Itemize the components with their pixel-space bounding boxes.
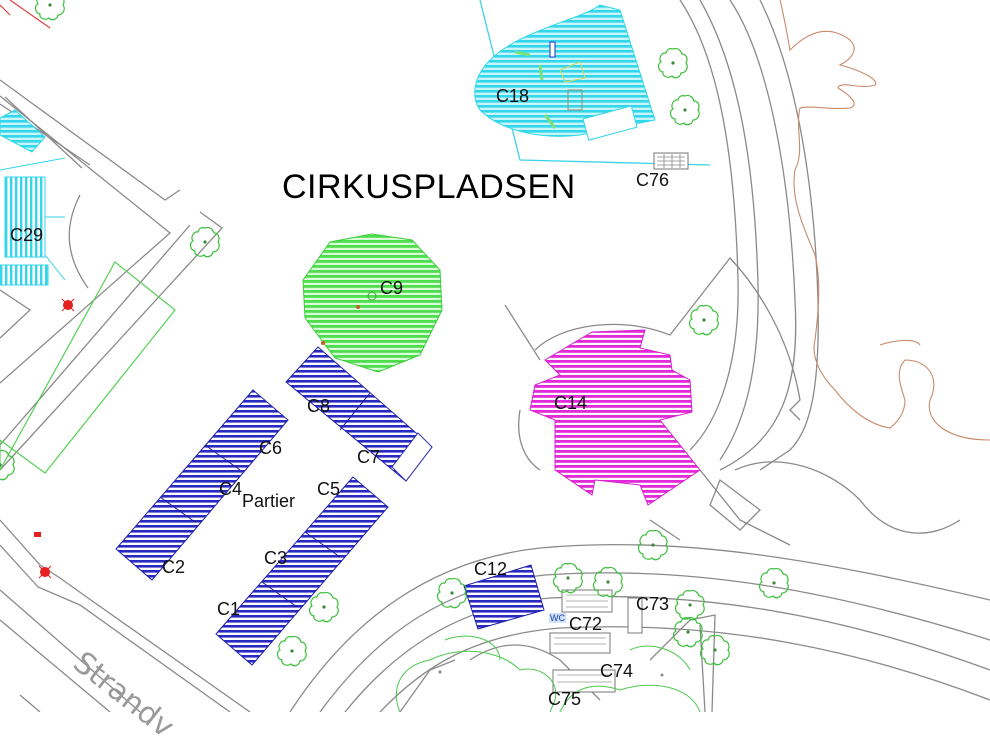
terrain-contour [779, 0, 990, 441]
label-c5[interactable]: C5 [317, 479, 341, 499]
plot-c18[interactable] [474, 4, 656, 141]
green-zone-outline [0, 261, 176, 474]
label-c4[interactable]: C4 [219, 479, 243, 499]
label-c8[interactable]: C8 [307, 396, 331, 416]
label-c29[interactable]: C29 [10, 225, 44, 245]
label-c7[interactable]: C7 [357, 447, 381, 467]
label-c2[interactable]: C2 [162, 557, 186, 577]
label-c12[interactable]: C12 [474, 559, 508, 579]
plot-c12[interactable] [463, 564, 545, 630]
label-c6[interactable]: C6 [259, 438, 283, 458]
facility-c72-bottom [549, 632, 611, 654]
red-markers [0, 0, 75, 579]
label-c72[interactable]: C72 [569, 614, 603, 634]
plot-c9[interactable] [302, 233, 443, 373]
wc-badge: WC [549, 613, 566, 623]
plot-c7-c8[interactable] [285, 346, 433, 482]
plot-c29[interactable] [0, 109, 66, 286]
vegetation-outline [395, 635, 701, 712]
label-c3[interactable]: C3 [264, 548, 288, 568]
map-title: CIRKUSPLADSEN [282, 168, 576, 206]
label-c73[interactable]: C73 [636, 594, 670, 614]
red-point [34, 532, 41, 537]
label-c9[interactable]: C9 [380, 278, 404, 298]
site-map-canvas[interactable] [0, 0, 990, 712]
label-c76[interactable]: C76 [636, 170, 670, 190]
label-c74[interactable]: C74 [600, 661, 634, 681]
plot-c2-c4-c6[interactable] [115, 389, 289, 581]
label-partier: Partier [242, 491, 296, 511]
label-c14[interactable]: C14 [554, 393, 588, 413]
road-lines [0, 0, 990, 712]
plot-c1-c3-c5[interactable] [215, 476, 389, 666]
label-c1[interactable]: C1 [217, 599, 241, 619]
facility-c76[interactable] [653, 152, 689, 170]
label-c18[interactable]: C18 [496, 86, 530, 106]
plot-c14[interactable] [529, 329, 701, 506]
facility-c73 [627, 597, 643, 634]
label-c75[interactable]: C75 [548, 689, 582, 709]
